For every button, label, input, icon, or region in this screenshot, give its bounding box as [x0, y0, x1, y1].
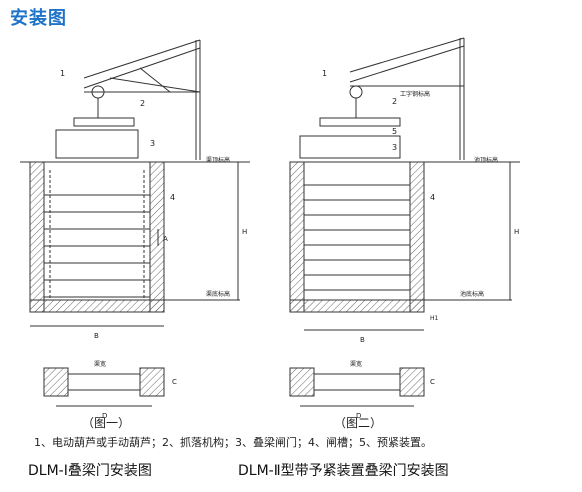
plan-width-2: 渠宽 [350, 360, 362, 368]
dim-a-1: A [163, 235, 168, 243]
crane-boom-2 [349, 37, 465, 73]
figure-1-elevation [20, 39, 250, 327]
plan-width-1: 渠宽 [94, 360, 106, 368]
top-elev-1: 渠顶标高 [206, 156, 230, 164]
top-elev-2: 池顶标高 [474, 156, 498, 164]
dim-h1-2: H1 [430, 315, 439, 322]
stacked-beams-2 [304, 184, 410, 291]
beam-elev: 工字钢标高 [400, 90, 430, 98]
bottom-elev-2: 池底标高 [460, 290, 484, 298]
floor-2 [289, 299, 425, 313]
dim-d-1: D [102, 412, 107, 420]
label-5-fig2: 5 [392, 127, 397, 136]
label-1-fig2: 1 [322, 69, 327, 78]
dim-b-1: B [94, 332, 99, 340]
page-title: 安装图 [10, 8, 67, 29]
lifting-beam-2 [319, 117, 401, 127]
model-right-title: DLM-Ⅱ型带予紧装置叠梁门安装图 [238, 463, 449, 479]
dim-h-1: H [242, 228, 247, 236]
label-2-fig2: 2 [392, 97, 397, 106]
hoist-block-2 [349, 85, 363, 99]
label-3-fig2: 3 [392, 143, 397, 152]
label-2: 2 [140, 99, 145, 108]
legend: 1、电动葫芦或手动葫芦；2、抓落机构；3、叠梁闸门；4、闸槽；5、预紧装置。 [34, 436, 432, 449]
left-wall-1 [29, 161, 45, 313]
lifted-gate-2 [299, 135, 401, 159]
figure-2-plan [289, 367, 425, 407]
left-wall-2 [289, 161, 305, 313]
lifting-beam [73, 117, 135, 127]
model-left-title: DLM-Ⅰ叠梁门安装图 [28, 463, 152, 479]
label-4: 4 [170, 193, 175, 202]
lifted-gate [55, 129, 139, 159]
dim-c-1: C [172, 378, 177, 386]
label-3: 3 [150, 139, 155, 148]
dim-b-2: B [360, 336, 365, 344]
label-4-fig2: 4 [430, 193, 435, 202]
caption-figure-1: （图一） [82, 416, 131, 430]
dim-h-2: H [514, 228, 519, 236]
figure-1-plan [43, 367, 165, 407]
dim-c-2: C [430, 378, 435, 386]
right-wall-1 [149, 161, 165, 313]
label-1: 1 [60, 69, 65, 78]
floor-1 [29, 299, 165, 313]
right-wall-2 [409, 161, 425, 313]
crane-boom [83, 39, 201, 79]
dim-d-2: D [356, 412, 361, 420]
caption-figure-2: （图二） [334, 416, 383, 430]
figure-2-elevation [289, 37, 520, 331]
bottom-elev-1: 渠底标高 [206, 290, 230, 298]
stacked-beams-1 [44, 194, 150, 298]
